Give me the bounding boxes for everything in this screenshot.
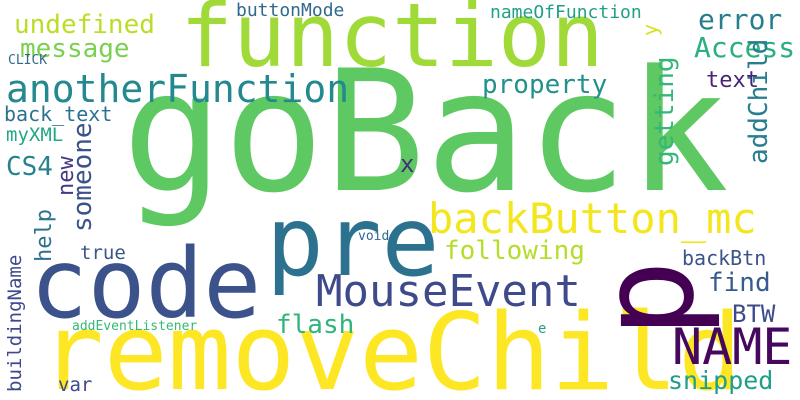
word-function: function xyxy=(180,0,604,87)
word-void: void xyxy=(358,229,390,244)
word-NAME: NAME xyxy=(672,318,793,376)
word-var: var xyxy=(58,374,93,396)
word-back_text: back_text xyxy=(4,102,113,126)
word-x: x xyxy=(400,150,415,178)
word-getting: getting xyxy=(650,56,680,166)
word-error: error xyxy=(698,3,783,36)
word-message: message xyxy=(20,34,130,64)
word-pre: pre xyxy=(266,186,440,298)
word-nameOfFunction: nameOfFunction xyxy=(490,2,642,23)
word-CS4: CS4 xyxy=(6,152,53,182)
word-CLICK: CLICK xyxy=(8,53,48,68)
word-following: following xyxy=(444,236,585,266)
word-e: e xyxy=(538,321,547,337)
word-text: text xyxy=(706,68,759,93)
word-Access: Access xyxy=(694,31,796,64)
word-flash: flash xyxy=(276,310,355,340)
word-anotherFunction: anotherFunction xyxy=(6,67,350,111)
word-undefined: undefined xyxy=(14,10,155,40)
word-addChild: addChild xyxy=(744,38,774,164)
word-new: new xyxy=(54,156,79,196)
word-buttonMode: buttonMode xyxy=(236,0,345,21)
word-property: property xyxy=(482,70,608,100)
word-snipped: snipped xyxy=(668,366,774,395)
word-removeChild: removeChild xyxy=(40,291,742,400)
word-MouseEvent: MouseEvent xyxy=(316,266,581,317)
word-addEventListener: addEventListener xyxy=(72,319,198,334)
word-code: code xyxy=(30,228,262,340)
word-goBack: goBack xyxy=(122,34,729,230)
word-true: true xyxy=(80,242,126,264)
word-help: help xyxy=(32,209,57,262)
word-backBtn: backBtn xyxy=(682,246,767,270)
word-buildingName: buildingName xyxy=(4,254,26,392)
word-backButton_mc: backButton_mc xyxy=(428,194,757,243)
word-BTW: BTW xyxy=(732,300,776,328)
word-find: find xyxy=(708,268,771,298)
word-myXML: myXML xyxy=(6,124,64,146)
word-y: y xyxy=(638,23,662,36)
